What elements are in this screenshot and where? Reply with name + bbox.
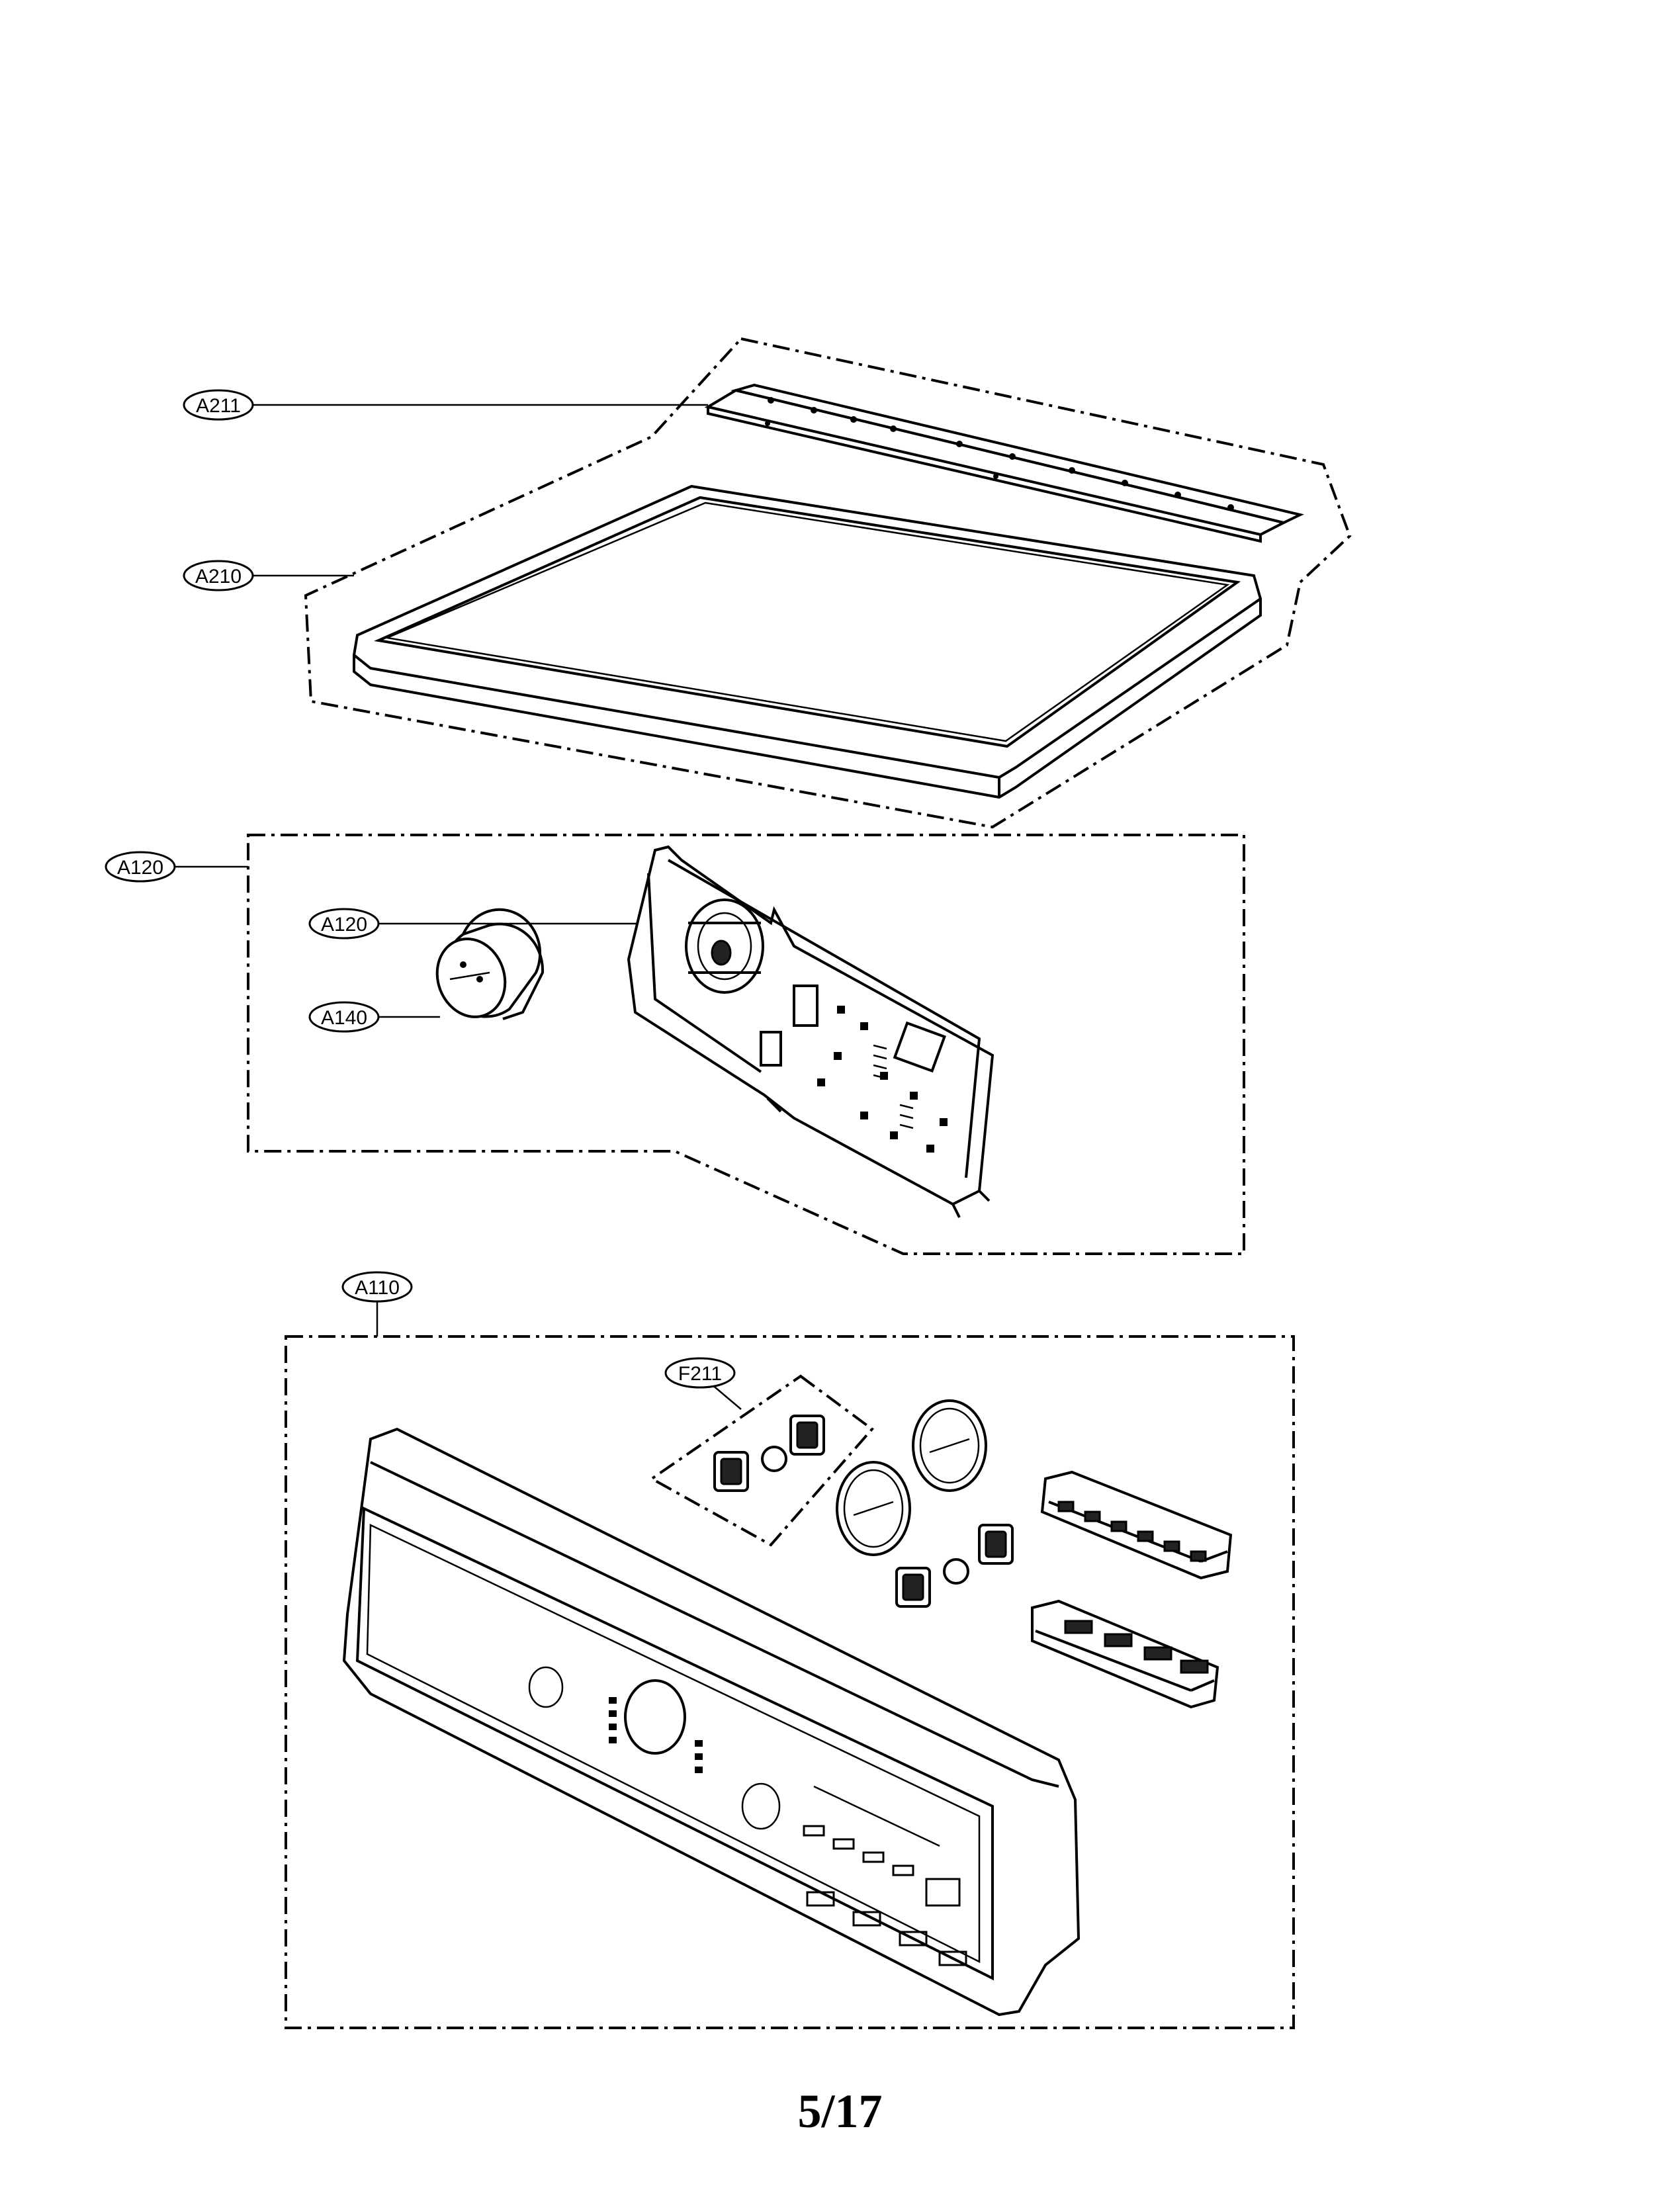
pcb-components (817, 1006, 948, 1153)
callout-f211-label: F211 (678, 1363, 722, 1385)
panel-switches (895, 1524, 1014, 1608)
f211-switches (713, 1415, 825, 1492)
callout-a140-label: A140 (321, 1007, 367, 1029)
a211-bracket (704, 383, 1304, 543)
callout-a210: A210 (183, 560, 354, 591)
callout-a120-group: A120 (105, 851, 248, 883)
callout-a110: A110 (341, 1271, 413, 1336)
panel-indicators (609, 1697, 967, 1966)
control-panel-boundary (285, 1335, 1295, 2029)
f211-subgroup-boundary (649, 1374, 874, 1547)
a140-knob (435, 908, 545, 1020)
page-number: 5/17 (797, 2085, 883, 2138)
callout-a110-label: A110 (355, 1277, 400, 1299)
control-board-boundary (247, 834, 1245, 1255)
callout-a120-board: A120 (308, 908, 639, 940)
control-board-group: A120 A120 A140 (105, 834, 1245, 1255)
a110-front-panel (342, 1427, 1081, 2017)
top-assembly-group: A211 A210 (183, 337, 1352, 829)
callout-a120-group-label: A120 (117, 857, 163, 879)
callout-a211: A211 (183, 389, 708, 421)
knob-rings (836, 1399, 987, 1556)
a210-top-panel (352, 484, 1262, 799)
a120-control-board (627, 845, 995, 1218)
callout-f211: F211 (664, 1357, 742, 1410)
callout-a210-label: A210 (195, 566, 242, 588)
button-strips (1031, 1470, 1233, 1709)
callout-a140: A140 (308, 1001, 440, 1033)
control-panel-group: A110 F211 (285, 1271, 1295, 2029)
callout-a120-board-label: A120 (321, 914, 367, 936)
top-assembly-boundary (304, 337, 1352, 829)
bracket-holes (765, 397, 1234, 511)
callout-a211-label: A211 (196, 395, 241, 417)
